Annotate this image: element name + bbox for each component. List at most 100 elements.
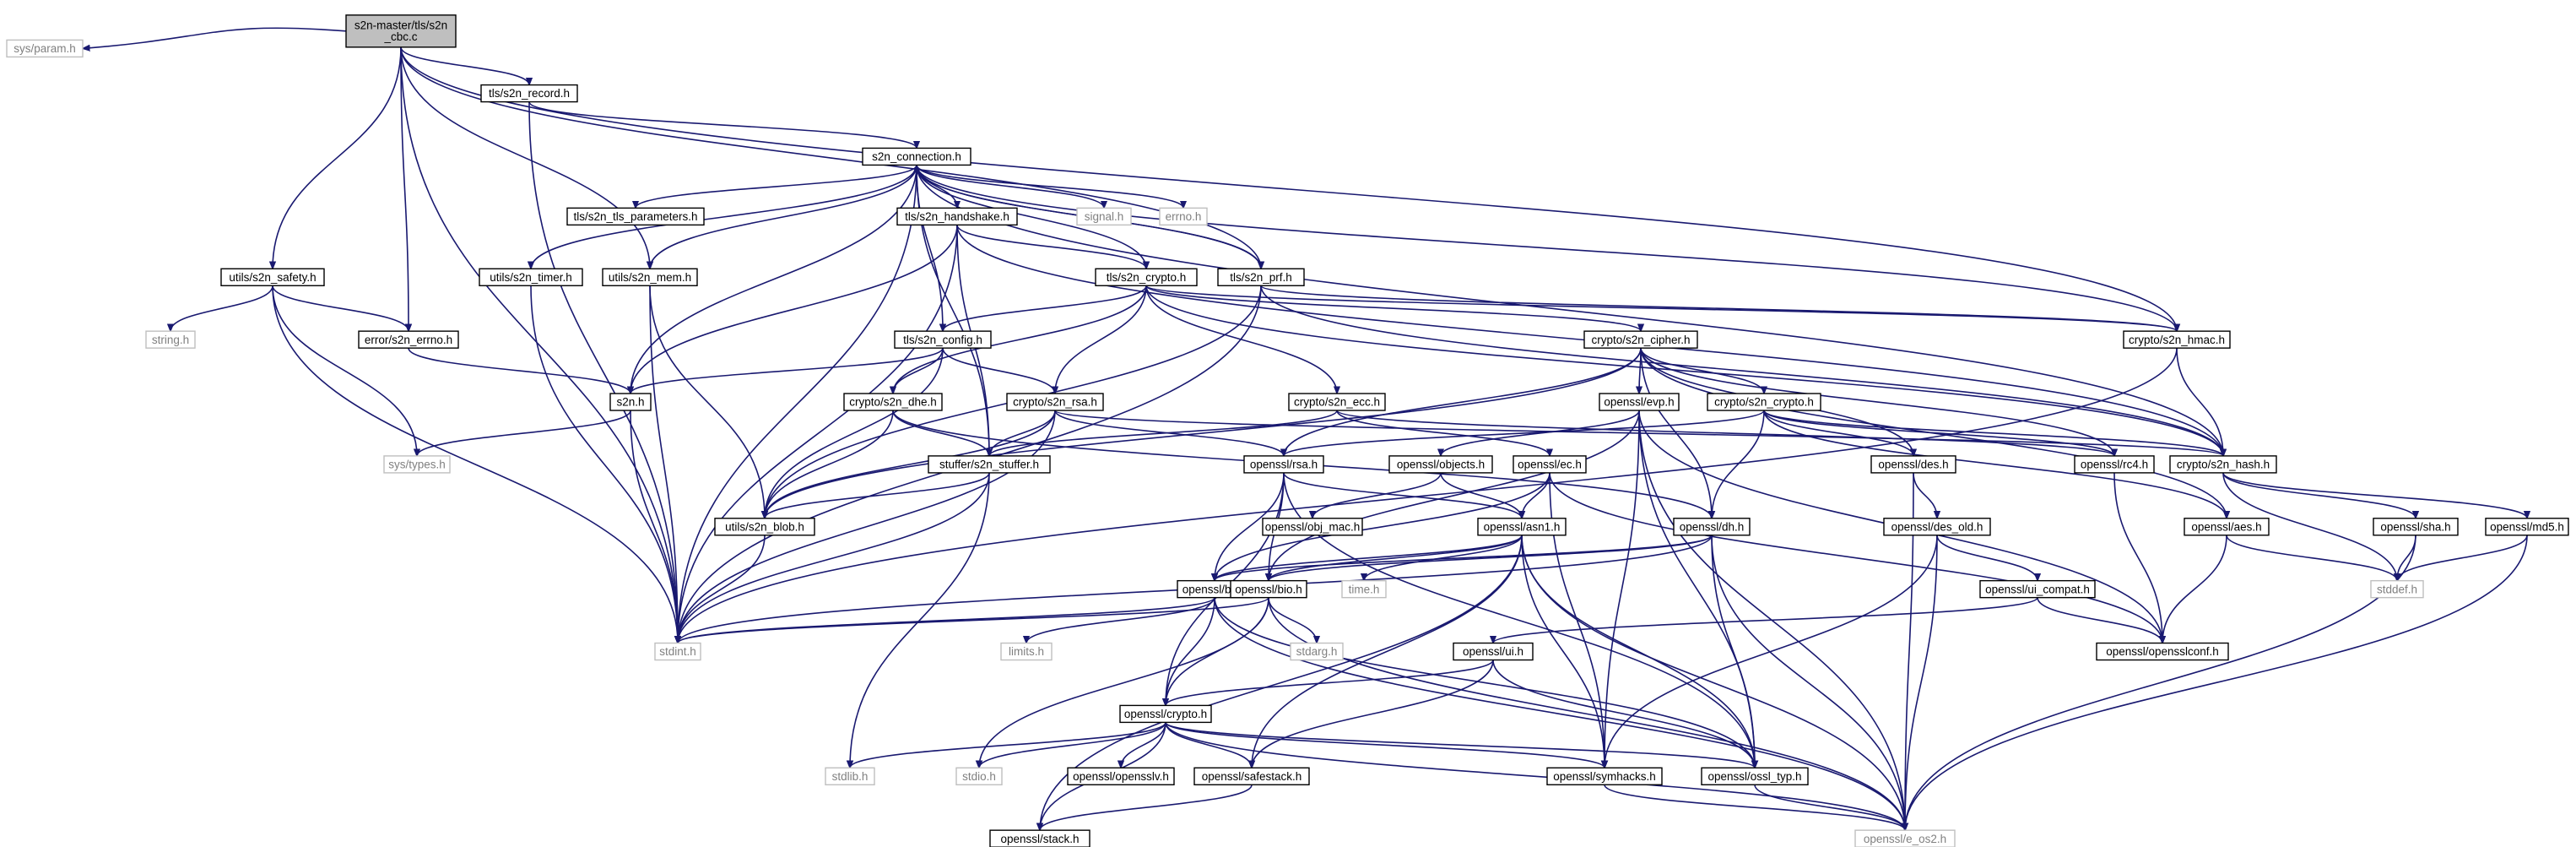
edge-hmac-to-hash [2176, 348, 2223, 456]
edge-root-to-mem [400, 46, 650, 269]
node-sha[interactable]: openssl/sha.h [2373, 518, 2459, 536]
edge-conn-to-hmac [916, 165, 2177, 331]
node-label-tlscrypto: tls/s2n_crypto.h [1107, 271, 1187, 284]
node-label-limits: limits.h [1009, 645, 1044, 658]
edge-tlscrypto-to-config [943, 285, 1147, 331]
node-objmac[interactable]: openssl/obj_mac.h [1262, 518, 1363, 536]
edge-handshake-to-tlscrypto [956, 225, 1146, 269]
edge-tlscrypto-to-hmac [1145, 285, 2177, 332]
node-hash[interactable]: crypto/s2n_hash.h [2169, 455, 2277, 474]
node-label-bio: openssl/bio.h [1235, 583, 1302, 595]
edge-osslec-to-asn1 [1522, 472, 1550, 519]
node-signal: signal.h [1076, 207, 1132, 226]
edge-conn-to-tlscrypto [916, 165, 1146, 269]
node-label-stdlib: stdlib.h [832, 770, 869, 783]
edge-root-to-record [400, 46, 529, 85]
node-ecc[interactable]: crypto/s2n_ecc.h [1288, 393, 1386, 411]
node-hmac[interactable]: crypto/s2n_hmac.h [2123, 330, 2231, 349]
node-aes[interactable]: openssl/aes.h [2184, 518, 2270, 536]
node-stack[interactable]: openssl/stack.h [989, 829, 1090, 847]
edge-conn-to-timer [531, 165, 917, 269]
edge-stuffer-to-blob [765, 472, 990, 519]
node-ui[interactable]: openssl/ui.h [1453, 642, 1534, 661]
node-s2ncrypto[interactable]: crypto/s2n_crypto.h [1707, 393, 1821, 411]
edge-tlscrypto-to-rsa [1055, 285, 1147, 394]
edge-tlscrypto-to-ecc [1145, 285, 1337, 394]
node-osslrsa[interactable]: openssl/rsa.h [1243, 455, 1324, 474]
node-objects[interactable]: openssl/objects.h [1388, 455, 1493, 474]
edge-s2nh-to-stdint [630, 410, 678, 643]
node-timer[interactable]: utils/s2n_timer.h [479, 268, 583, 286]
edge-cipher-to-dh [1640, 348, 1712, 519]
edge-des-to-eos2 [1905, 472, 1914, 830]
node-conn[interactable]: s2n_connection.h [862, 147, 971, 166]
edge-rc4-to-opensslconf [2113, 472, 2162, 643]
node-stdarg: stdarg.h [1290, 642, 1344, 661]
edge-root-to-safety [273, 46, 402, 269]
node-label-symhacks: openssl/symhacks.h [1553, 770, 1656, 783]
node-label-time: time.h [1349, 583, 1380, 595]
node-stuffer[interactable]: stuffer/s2n_stuffer.h [928, 455, 1051, 474]
node-tlsparams[interactable]: tls/s2n_tls_parameters.h [566, 207, 705, 226]
node-cipher[interactable]: crypto/s2n_cipher.h [1583, 330, 1698, 349]
node-safety[interactable]: utils/s2n_safety.h [220, 268, 325, 286]
node-label-objmac: openssl/obj_mac.h [1265, 520, 1361, 533]
edge-osslcrypto-to-eos2 [1165, 722, 1905, 830]
edge-dh-to-ossltyp [1711, 535, 1755, 768]
node-label-osslrsa: openssl/rsa.h [1250, 459, 1318, 471]
node-rsa[interactable]: crypto/s2n_rsa.h [1006, 393, 1104, 411]
node-record[interactable]: tls/s2n_record.h [480, 84, 578, 103]
edge-ossltyp-to-eos2 [1754, 785, 1905, 830]
node-osslec[interactable]: openssl/ec.h [1513, 455, 1587, 474]
node-tlscrypto[interactable]: tls/s2n_crypto.h [1095, 268, 1198, 286]
node-opensslv[interactable]: openssl/opensslv.h [1067, 767, 1175, 785]
node-des[interactable]: openssl/des.h [1870, 455, 1956, 474]
edge-asn1-to-stack [1040, 535, 1523, 830]
node-limits: limits.h [1000, 642, 1053, 661]
node-desold[interactable]: openssl/des_old.h [1883, 518, 1991, 536]
node-dh[interactable]: openssl/dh.h [1673, 518, 1751, 536]
edge-ecc-to-stuffer [989, 410, 1338, 456]
node-label-errno: errno.h [1166, 210, 1202, 223]
edge-s2ncrypto-to-osslrsa [1284, 410, 1765, 457]
node-errorerrno[interactable]: error/s2n_errno.h [358, 330, 459, 349]
node-rc4[interactable]: openssl/rc4.h [2074, 455, 2155, 474]
node-label-hash: crypto/s2n_hash.h [2177, 459, 2270, 471]
node-s2nh[interactable]: s2n.h [609, 393, 652, 411]
edge-hmac-to-stdint [678, 348, 2178, 643]
node-root[interactable]: s2n-master/tls/s2n_cbc.c [345, 14, 457, 48]
edge-evp-to-objects [1441, 410, 1640, 456]
edge-hash-to-md5 [2222, 472, 2527, 519]
node-config[interactable]: tls/s2n_config.h [894, 330, 992, 349]
node-uicompat[interactable]: openssl/ui_compat.h [1979, 579, 2096, 599]
node-ossltyp[interactable]: openssl/ossl_typ.h [1701, 767, 1809, 785]
node-dhe[interactable]: crypto/s2n_dhe.h [843, 393, 943, 411]
edge-bio-to-stdint [678, 596, 1269, 644]
edge-stuffer-to-stdint [678, 472, 990, 643]
node-blob[interactable]: utils/s2n_blob.h [714, 518, 815, 536]
node-opensslconf[interactable]: openssl/opensslconf.h [2096, 642, 2229, 661]
node-bio[interactable]: openssl/bio.h [1230, 579, 1307, 599]
node-label-record: tls/s2n_record.h [489, 87, 570, 100]
edge-conn-to-s2nh [630, 165, 917, 394]
node-symhacks[interactable]: openssl/symhacks.h [1546, 767, 1663, 785]
node-osslcrypto[interactable]: openssl/crypto.h [1119, 704, 1212, 724]
node-label-rc4: openssl/rc4.h [2081, 459, 2148, 471]
node-handshake[interactable]: tls/s2n_handshake.h [896, 207, 1018, 226]
node-evp[interactable]: openssl/evp.h [1599, 393, 1680, 411]
node-prf[interactable]: tls/s2n_prf.h [1217, 268, 1305, 286]
node-safestack[interactable]: openssl/safestack.h [1193, 767, 1310, 785]
edge-osslcrypto-to-stdio [979, 722, 1166, 768]
nodes-layer: s2n-master/tls/s2n_cbc.csys/param.htls/s… [6, 14, 2569, 847]
edge-root-to-prf [400, 46, 1261, 269]
node-mem[interactable]: utils/s2n_mem.h [602, 268, 698, 286]
edge-s2ncrypto-to-hash [1763, 410, 2223, 457]
edge-blob-to-stdint [678, 535, 766, 643]
edge-root-to-sysparam [83, 27, 347, 48]
node-label-des: openssl/des.h [1878, 459, 1948, 471]
node-md5[interactable]: openssl/md5.h [2485, 518, 2569, 536]
edge-osslcrypto-to-ossltyp [1165, 721, 1755, 768]
node-asn1[interactable]: openssl/asn1.h [1477, 518, 1567, 536]
edge-tlscrypto-to-dhe [893, 285, 1147, 394]
node-label-dhe: crypto/s2n_dhe.h [849, 396, 937, 409]
